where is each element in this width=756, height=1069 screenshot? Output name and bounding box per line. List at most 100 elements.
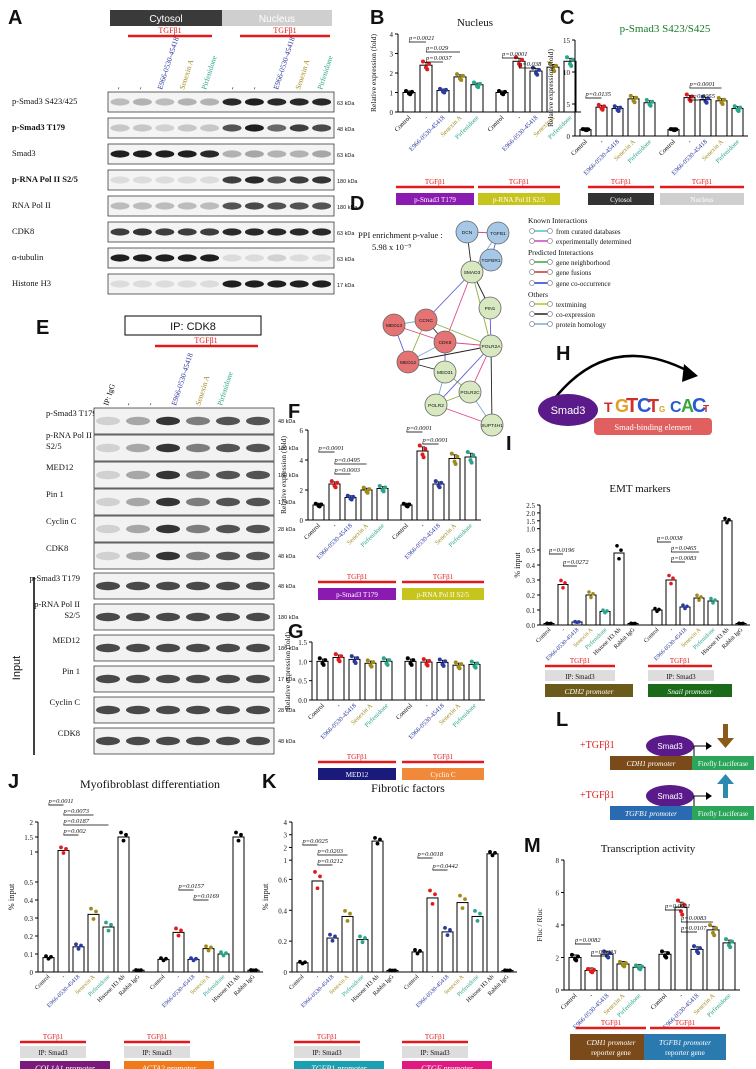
smad3-label: Smad3 (551, 405, 586, 417)
legend-node (529, 280, 535, 286)
bar (665, 579, 677, 626)
data-point (194, 956, 198, 961)
data-point (455, 72, 459, 77)
western-band (126, 524, 150, 534)
data-point (371, 660, 376, 665)
data-point (488, 850, 492, 854)
data-point (189, 956, 193, 961)
western-band (132, 176, 152, 184)
bar (326, 937, 339, 973)
legend-node (529, 269, 535, 275)
motif-letter: T (648, 396, 659, 416)
western-band (96, 612, 120, 622)
y-axis-label: % input (513, 552, 522, 578)
blot-label: Smad3 (12, 148, 36, 158)
data-point (537, 67, 541, 72)
x-tick-label: Control (307, 702, 326, 721)
bar (683, 97, 696, 137)
tgf-label: TGFβ1 (675, 1019, 696, 1027)
western-band (96, 524, 120, 534)
data-point (671, 576, 675, 580)
data-point (478, 911, 482, 916)
data-point (417, 443, 422, 448)
x-tick-label: - (686, 138, 692, 144)
bar (380, 660, 393, 701)
group-label: p-RNA Pol II S2/5 (493, 196, 546, 204)
blot-label: p-RNA Pol II S2/5 (12, 174, 78, 184)
data-point (381, 489, 386, 494)
y-tick-label: 0.5 (24, 879, 33, 887)
bar (172, 931, 185, 973)
sbe-label: Smad-binding element (614, 422, 692, 432)
ip-box (294, 1046, 360, 1058)
x-tick-label: Control (303, 522, 322, 541)
western-band (132, 98, 152, 106)
data-point (535, 72, 540, 77)
western-band (126, 470, 150, 480)
y-tick-label: 6 (556, 890, 560, 898)
nucleus-header (222, 10, 332, 26)
data-point (682, 902, 686, 907)
legend-item: gene fusions (556, 269, 591, 277)
p-value-label: p=0.0107 (680, 925, 707, 932)
western-band (96, 674, 120, 684)
y-tick-label: 0 (390, 109, 394, 117)
western-band (246, 612, 270, 622)
promoter-box (648, 684, 732, 697)
western-band (267, 202, 287, 210)
panel-letter: J (8, 771, 19, 793)
data-point (723, 516, 727, 521)
western-band (186, 674, 210, 684)
western-band (156, 524, 180, 534)
y-tick-label: 0 (567, 133, 571, 141)
western-band (110, 228, 130, 236)
western-band (132, 254, 152, 262)
data-point (727, 518, 731, 522)
western-band (222, 280, 242, 288)
data-point (552, 69, 557, 74)
data-point (321, 662, 326, 667)
bar (722, 942, 736, 991)
data-point (104, 920, 108, 925)
legend-item: experimentally determined (556, 238, 632, 246)
western-band (155, 228, 175, 236)
data-point (348, 911, 352, 916)
bar (371, 840, 384, 973)
promoter-label: ACTA2 promoter (141, 1064, 197, 1069)
x-tick-label: - (419, 522, 425, 528)
data-point (369, 664, 374, 669)
group-box-nucleus (660, 193, 744, 205)
blot-label: Pin 1 (46, 489, 64, 499)
network-node (460, 260, 484, 284)
kda-label: 63 kDa (337, 101, 355, 107)
bar (643, 102, 656, 137)
bar (471, 915, 484, 973)
blot-label: p-Smad3 T179 (46, 408, 97, 418)
blot-strip (93, 407, 275, 435)
western-band (244, 176, 264, 184)
data-point (601, 608, 605, 612)
western-band (312, 280, 332, 288)
data-point (660, 949, 664, 954)
data-point (574, 958, 579, 963)
western-band (155, 280, 175, 288)
blot-label: MED12 (46, 462, 73, 472)
data-point (443, 925, 447, 930)
tgf-label: +TGFβ1 (580, 740, 615, 751)
data-point (425, 67, 430, 72)
data-point (589, 595, 593, 600)
data-point (109, 922, 113, 927)
western-band (244, 98, 264, 106)
kda-label: 17 kDa (278, 500, 296, 506)
kda-label: 180 kDa (278, 646, 299, 652)
western-band (244, 150, 264, 158)
enrichment-value: 5.98 x 10⁻⁹ (372, 242, 411, 252)
y-tick-label: 3 (390, 51, 394, 59)
western-band (267, 124, 287, 132)
data-point (375, 841, 380, 846)
p-value-label: p=0.0196 (548, 547, 575, 554)
data-point (638, 967, 643, 972)
reporter-label: TGFB1 promoter (659, 1038, 711, 1047)
kda-label: 48 kDa (337, 127, 355, 133)
y-tick-label: 6 (300, 427, 304, 435)
